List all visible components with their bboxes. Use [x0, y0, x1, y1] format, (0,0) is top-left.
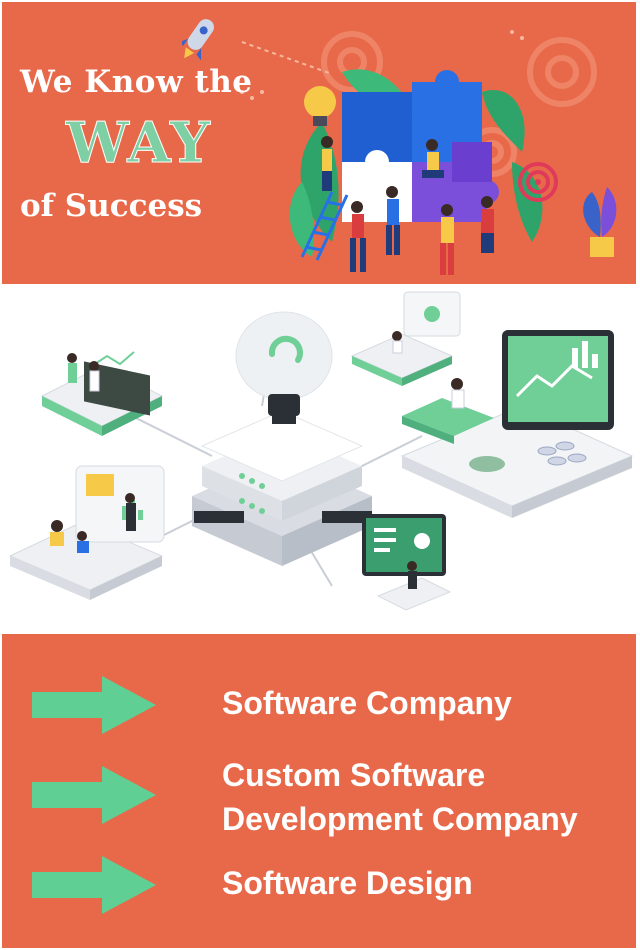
arrow-right-icon — [32, 766, 156, 824]
isometric-network-section — [2, 286, 636, 632]
isometric-network-illustration — [8, 291, 634, 611]
lightbulb-icon — [235, 311, 333, 424]
headline-accent-word: WAY — [66, 110, 212, 177]
lightbulb-icon — [304, 86, 336, 126]
arrow-right-icon — [32, 676, 156, 734]
teamwork-puzzle-illustration — [182, 19, 617, 275]
rocket-icon — [182, 19, 214, 61]
tablet-platform — [350, 291, 461, 386]
services-banner: Software Company Custom Software Develop… — [2, 634, 636, 948]
service-item: Software Design — [2, 856, 636, 916]
service-label: Software Design — [222, 865, 473, 901]
headline: We Know the WAY of Success — [2, 2, 302, 284]
target-icon — [518, 162, 558, 202]
service-label: Software Company — [222, 685, 512, 721]
service-label-line-2: Development Company — [222, 801, 578, 837]
presentation-platform — [40, 351, 164, 436]
dashboard-platform — [400, 330, 634, 518]
plant-pot — [583, 187, 617, 257]
people — [321, 136, 494, 275]
board-platform — [362, 514, 452, 611]
decor-dots — [240, 30, 524, 100]
service-label-line-1: Custom Software — [222, 757, 486, 793]
headline-line-1: We Know the — [20, 64, 253, 100]
hero-banner: We Know the WAY of Success — [2, 2, 636, 284]
arrow-right-icon — [32, 856, 156, 914]
service-item: Software Company — [2, 676, 636, 736]
headline-line-3: of Success — [20, 188, 203, 224]
puzzle-icon — [342, 70, 499, 222]
ladder — [300, 191, 349, 261]
server-stack — [192, 410, 372, 566]
team-tablet-platform — [8, 465, 165, 600]
service-item: Custom Software Development Company — [2, 754, 636, 874]
desk-platform — [402, 378, 494, 444]
